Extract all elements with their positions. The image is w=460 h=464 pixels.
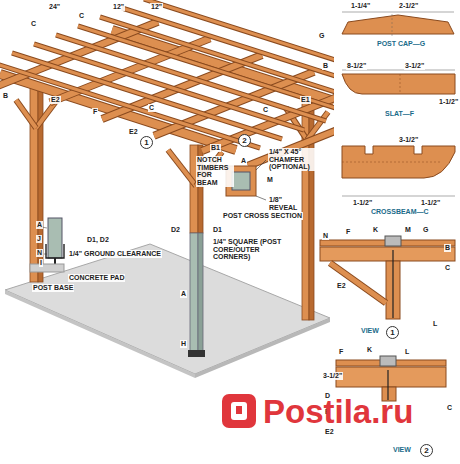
callout-circle: 1 [140,136,153,149]
callout-circle: 1 [386,326,399,339]
brace [36,96,60,128]
part-label: 3-1/2" [322,372,343,380]
slat [144,0,334,85]
part-label: H [180,340,187,348]
watermark-logo [222,394,256,428]
part-label: D2 [170,226,181,234]
view-1-joint [320,236,455,319]
part-label: B1 [210,144,221,152]
callout-number: 1 [144,139,148,147]
part-label: F [338,348,344,356]
crossbeam-detail [342,146,455,196]
part-label: 3-1/2" [398,136,419,144]
detail-title: POST CAP—G [376,40,426,48]
part-label: B [2,92,9,100]
part-label: A [240,157,247,165]
part-label: B [444,244,451,252]
part-label: C [78,12,85,20]
part-label: L [404,348,410,356]
detail-title: VIEW [360,327,380,335]
slat [100,17,334,103]
part-label: B [322,62,329,70]
part-label: 24" [48,3,61,11]
part-label: 1/4" GROUND CLEARANCE [68,250,162,258]
part-label: 1-1/2" [420,199,441,207]
part-label: G [318,32,325,40]
part-label: 2-1/2" [398,2,419,10]
slat [78,26,334,112]
part-label: 8-1/2" [346,62,367,70]
part-label: 3-1/2" [404,62,425,70]
part-label: C [444,264,451,272]
part-label: E1 [300,96,311,104]
part-label: 1-1/2" [438,98,459,106]
part-label: 1/8" REVEAL [268,196,300,211]
part-label: 1/4" X 45° CHAMFER (OPTIONAL) [268,148,322,171]
part-label: E2 [50,96,61,104]
callout-number: 1 [390,329,394,337]
roof-framing [0,0,334,186]
part-label: N [322,232,329,240]
pad-edge [5,290,195,378]
detail-title: SLAT—F [384,110,415,118]
part-label: 1-1/4" [350,2,371,10]
brace [16,100,36,128]
part-label: N [36,249,43,257]
part-label: C [30,20,37,28]
part-label: C [446,404,453,412]
part-label: K [372,226,379,234]
brace [16,100,36,128]
callout-circle: 2 [238,134,251,147]
part-label: G [422,226,429,234]
concrete-pad [5,244,330,374]
part-label: CONCRETE PAD [68,274,125,282]
part-label: F [92,108,98,116]
callout-number: 2 [242,137,246,145]
callout-circle: 2 [420,444,433,457]
part-label: E2 [336,282,347,290]
part-label: POST BASE [32,284,74,292]
part-label: 12" [112,3,125,11]
part-label: 12" [150,3,163,11]
slat [144,0,334,85]
part-label: NOTCH TIMBERS FOR BEAM [196,156,234,187]
part-label: I [39,259,43,267]
slat-detail [342,70,455,94]
post-base-detail [30,218,64,272]
brace [168,150,196,186]
part-label: E2 [128,128,139,136]
part-label: POST CROSS SECTION [222,212,303,220]
part-label: F [345,228,351,236]
callout-number: 2 [424,447,428,455]
part-label: D1, D2 [86,236,110,244]
part-label: J [36,235,42,243]
slat [100,17,334,103]
brace [36,96,60,128]
part-label: 1-1/2" [352,199,373,207]
part-label: M [266,176,274,184]
pad-edge [195,318,330,378]
part-label: D1 [212,226,223,234]
watermark: Postila.ru [262,394,414,430]
slat [78,26,334,112]
brace [168,150,196,186]
detail-title: VIEW [392,446,412,454]
detail-title: CROSSBEAM—C [370,208,430,216]
part-label: C [148,104,155,112]
part-label: 1/4" SQUARE (POST CORE/OUTER CORNERS) [212,238,286,261]
part-label: K [366,346,373,354]
part-label: L [432,320,438,328]
part-label: A [36,221,43,229]
part-label: A [180,290,187,298]
post-cap-detail [342,12,454,36]
part-label: M [404,226,412,234]
part-label: C [262,106,269,114]
